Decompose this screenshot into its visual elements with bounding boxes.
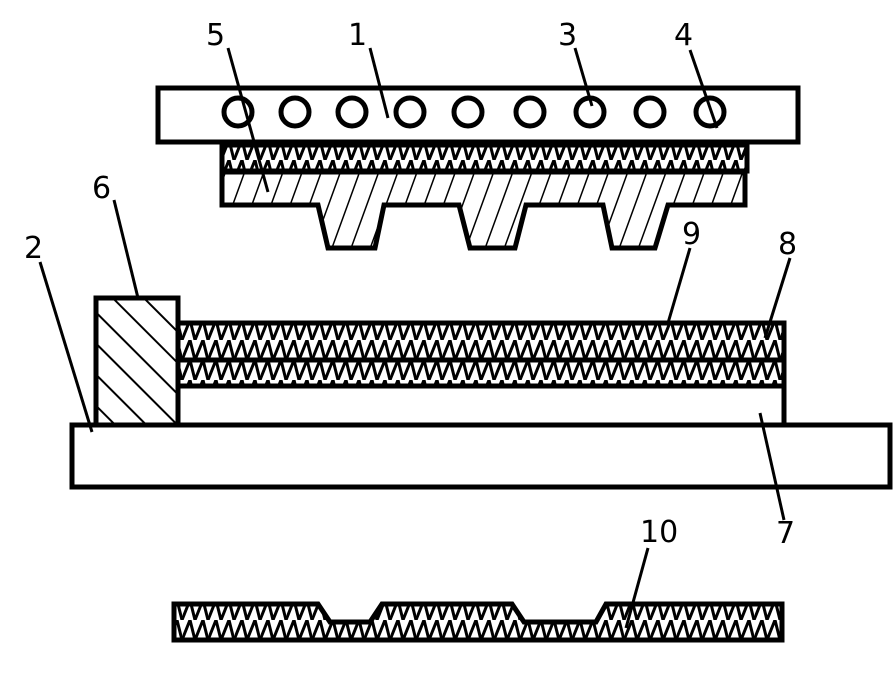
heating-hole bbox=[513, 95, 547, 129]
leader-line-3 bbox=[573, 47, 594, 107]
leader-line-6 bbox=[112, 199, 140, 299]
leader-line-5 bbox=[226, 47, 270, 193]
reference-numerals: 1 2 3 4 5 6 7 8 9 10 bbox=[24, 18, 797, 551]
label-5: 5 bbox=[206, 18, 225, 53]
upper-fabric-layer-stack bbox=[175, 320, 787, 363]
support-layer bbox=[175, 383, 787, 428]
leader-line-7 bbox=[758, 412, 786, 521]
heating-hole bbox=[393, 95, 427, 129]
toothed-mould bbox=[219, 169, 748, 251]
label-6: 6 bbox=[92, 171, 111, 206]
leader-lines bbox=[38, 47, 792, 629]
stop-block bbox=[93, 295, 181, 428]
leader-line-8 bbox=[763, 257, 792, 339]
heating-hole bbox=[335, 95, 369, 129]
leader-line-1 bbox=[368, 47, 390, 119]
label-4: 4 bbox=[674, 18, 693, 53]
label-8: 8 bbox=[778, 227, 797, 262]
label-9: 9 bbox=[682, 217, 701, 252]
label-2: 2 bbox=[24, 231, 43, 266]
heating-hole bbox=[451, 95, 485, 129]
heating-hole bbox=[633, 95, 667, 129]
base-plate bbox=[69, 422, 893, 490]
upper-heating-plate bbox=[155, 85, 801, 145]
leader-line-10 bbox=[624, 547, 650, 629]
lower-fabric-layer bbox=[175, 357, 787, 389]
label-3: 3 bbox=[558, 18, 577, 53]
leader-line-9 bbox=[666, 247, 692, 324]
heating-holes bbox=[221, 95, 727, 129]
leader-line-2 bbox=[38, 261, 94, 433]
heating-hole bbox=[278, 95, 312, 129]
upper-fabric-layer bbox=[219, 142, 750, 174]
label-7: 7 bbox=[776, 516, 795, 551]
leader-line-4 bbox=[688, 49, 719, 129]
formed-product bbox=[171, 601, 785, 643]
label-1: 1 bbox=[348, 18, 367, 53]
label-10: 10 bbox=[640, 515, 678, 550]
